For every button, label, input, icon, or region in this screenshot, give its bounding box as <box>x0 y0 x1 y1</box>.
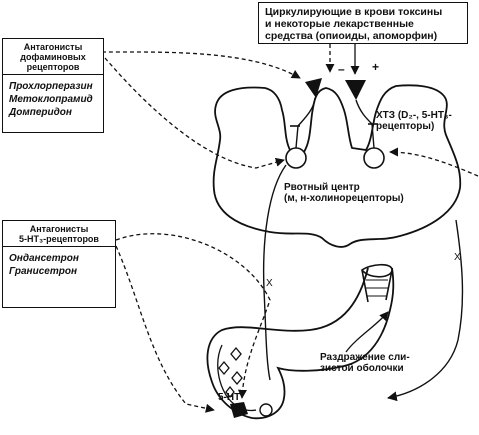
granule-3 <box>231 370 243 386</box>
drug-domperidone: Домперидон <box>9 107 72 118</box>
drug-metoclopramide: Метоклопрамид <box>9 94 93 105</box>
vomiting-center-right <box>363 147 385 169</box>
dopamine-antagonist-line <box>101 51 301 79</box>
granule-2 <box>218 360 230 376</box>
vagus-mark-right: X <box>454 252 461 263</box>
granule-1 <box>230 346 242 362</box>
drug-prochlorperazine: Прохлорперазин <box>9 81 93 92</box>
circulating-toxins-box: Циркулирующие в крови токсины и некоторы… <box>258 2 468 44</box>
dopamine-to-center-line <box>104 57 285 169</box>
vomiting-center-left <box>285 147 307 169</box>
enterochromaffin-cell <box>230 402 248 418</box>
drug-ondansetron: Ондансетрон <box>9 253 79 264</box>
dopamine-antagonists-title: Антагонисты дофаминовых рецепторов <box>3 39 103 75</box>
serotonin-antagonists-box: Антагонисты 5-НТ₃-рецепторов Ондансетрон… <box>2 220 116 308</box>
mucosal-irritation-label: Раздражение сли- зистой оболочки <box>320 352 410 374</box>
dopamine-drug-list: Прохлорперазин Метоклопрамид Домперидон <box>3 75 103 124</box>
irritation-arrow <box>345 311 389 353</box>
brainstem-outline <box>212 84 462 248</box>
vagus-mark-left: X <box>266 278 273 289</box>
stomach-outline <box>206 267 395 420</box>
ctz-label: ХТЗ (D₂-, 5-НТ₃- рецепторы) <box>376 110 452 132</box>
drug-granisetron: Гранисетрон <box>9 266 77 277</box>
inhibition-sign: – <box>338 62 345 76</box>
vagus-efferent-left <box>262 164 287 381</box>
esophagus-rings <box>366 279 388 297</box>
vestibular-input-line <box>389 147 479 177</box>
serotonin-release-label: 5-НТ <box>218 392 241 403</box>
esophagus <box>360 263 393 303</box>
serotonin-drug-list: Ондансетрон Гранисетрон <box>3 247 115 283</box>
serotonin-antagonists-title: Антагонисты 5-НТ₃-рецепторов <box>3 221 115 247</box>
ctz-right-triangle <box>345 80 366 100</box>
serotonin-to-gut-line <box>115 245 215 413</box>
ctz-left-triangle <box>305 78 322 98</box>
dopamine-antagonists-box: Антагонисты дофаминовых рецепторов Прохл… <box>2 38 104 133</box>
vagus-afferent-right <box>387 219 464 402</box>
vomiting-center-label: Рвотный центр (м, н-холинорецепторы) <box>284 182 404 204</box>
granule-4 <box>225 385 235 399</box>
serotonin-antagonist-line <box>115 233 271 399</box>
ctz-left-fiber <box>295 97 316 149</box>
receptor-site <box>259 403 273 417</box>
intestine-inner <box>217 344 257 412</box>
stimulation-sign: + <box>372 60 380 74</box>
